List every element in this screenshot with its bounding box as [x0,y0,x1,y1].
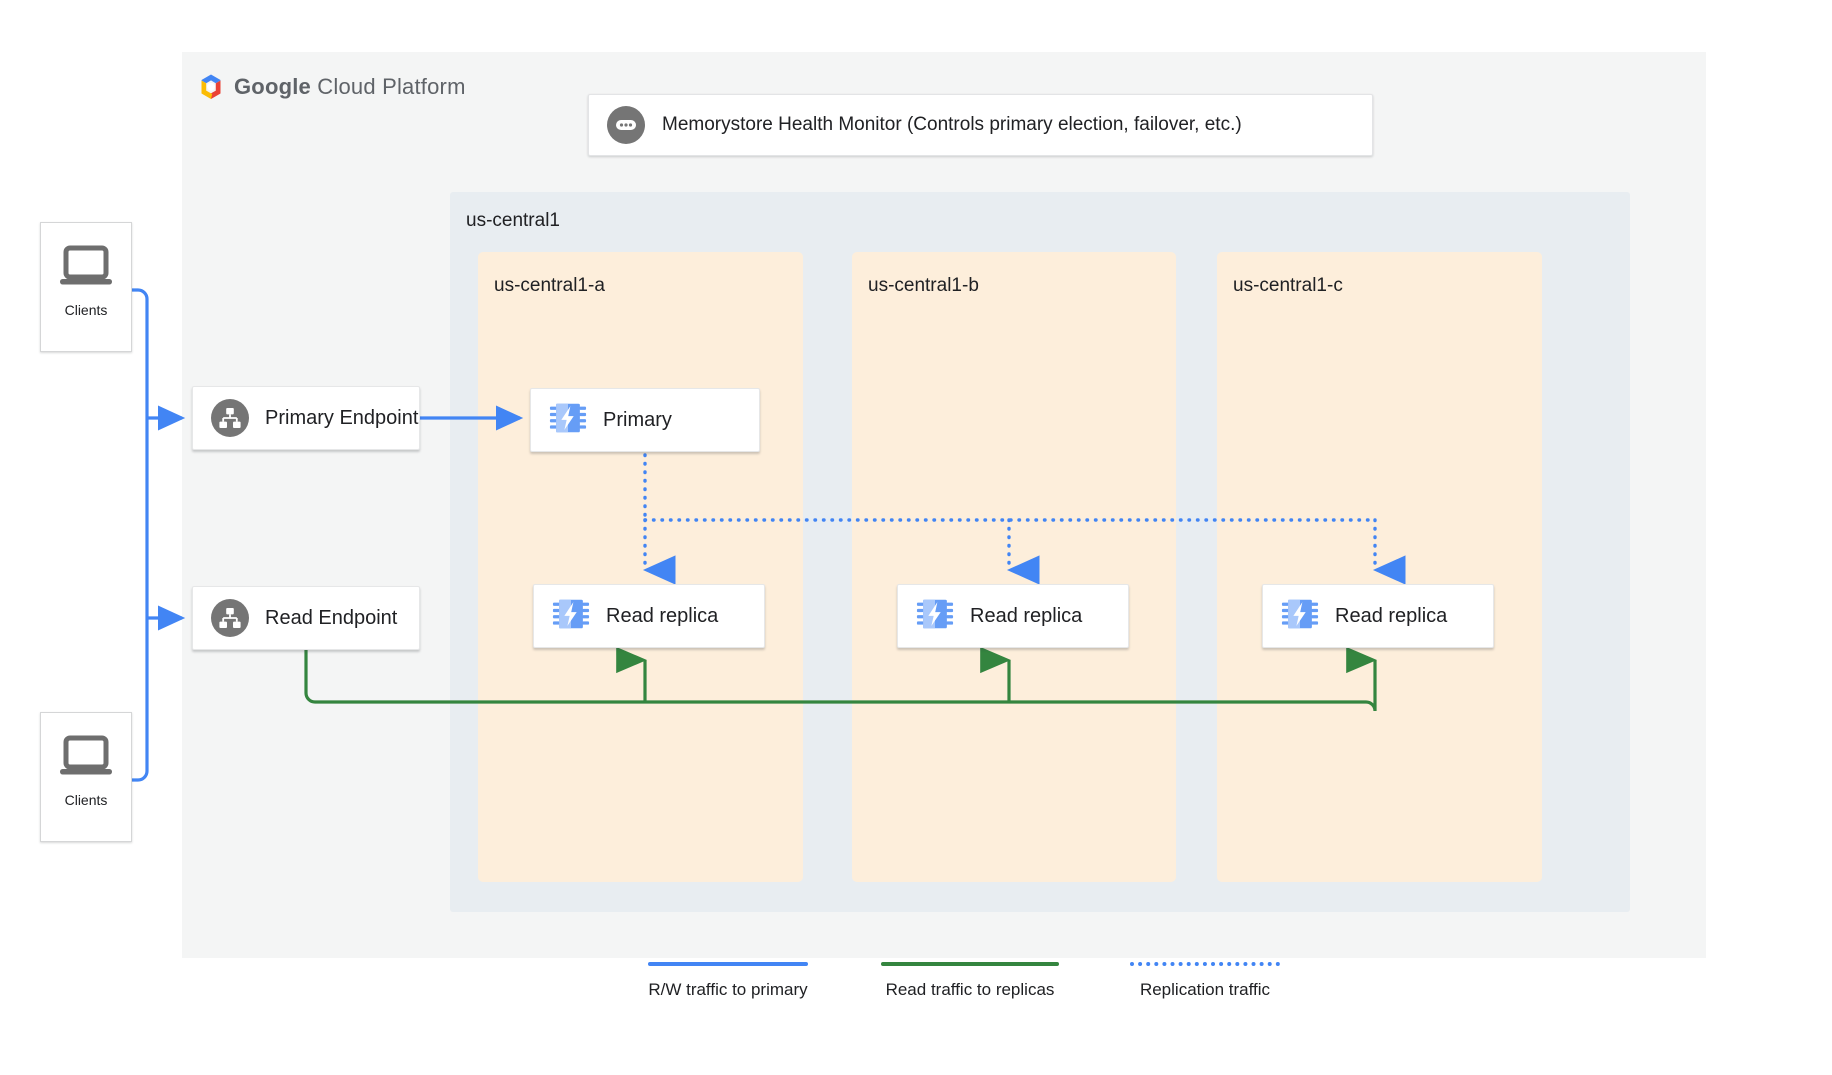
legend-label-replication: Replication traffic [1139,980,1271,999]
laptop-icon [57,245,115,294]
zone-label-b: us-central1-b [868,275,979,296]
page-title: Google Cloud Platform [234,74,466,100]
legend-swatch-rw [648,962,808,966]
legend: R/W traffic to primary Read traffic to r… [0,962,1832,1022]
zone-us-central1-c [1217,252,1542,882]
legend-label-rw: R/W traffic to primary [648,980,808,999]
memorystore-chip-icon [916,595,954,638]
legend-swatch-read [881,962,1059,966]
client-bus-blue [131,288,186,782]
read-replica-node-b[interactable]: Read replica [897,584,1129,648]
memorystore-chip-icon [552,595,590,638]
network-tree-icon [211,399,249,437]
primary-endpoint-label: Primary Endpoint [265,406,419,429]
primary-endpoint-node[interactable]: Primary Endpoint [192,386,420,450]
client-node-bottom[interactable]: Clients [40,712,132,842]
network-tree-icon [211,599,249,637]
memorystore-chip-icon [1281,595,1319,638]
legend-swatch-replication [1130,962,1280,966]
brand-google: Google [234,74,311,99]
read-replica-node-a[interactable]: Read replica [533,584,765,648]
read-replica-label: Read replica [1335,604,1448,627]
read-replica-label: Read replica [970,604,1083,627]
zone-us-central1-b [852,252,1176,882]
legend-label-read: Read traffic to replicas [885,980,1055,999]
legend-item-rw: R/W traffic to primary [618,962,838,1000]
zone-us-central1-a [478,252,803,882]
health-monitor-bar[interactable]: Memorystore Health Monitor (Controls pri… [588,94,1373,156]
client-label: Clients [64,792,108,808]
zone-label-a: us-central1-a [494,275,605,296]
brand-cloud-platform: Cloud Platform [310,74,466,99]
client-node-top[interactable]: Clients [40,222,132,352]
region-label: us-central1 [466,210,560,231]
read-replica-node-c[interactable]: Read replica [1262,584,1494,648]
client-label: Clients [64,302,108,318]
legend-item-replication: Replication traffic [1100,962,1310,1000]
memorystore-chip-icon [549,399,587,442]
laptop-icon [57,735,115,784]
zone-label-c: us-central1-c [1233,275,1343,296]
primary-node[interactable]: Primary [530,388,760,452]
read-endpoint-label: Read Endpoint [265,606,398,629]
primary-node-label: Primary [603,408,672,431]
read-replica-label: Read replica [606,604,719,627]
read-endpoint-node[interactable]: Read Endpoint [192,586,420,650]
health-monitor-label: Memorystore Health Monitor (Controls pri… [662,114,1242,135]
legend-item-read: Read traffic to replicas [855,962,1085,1000]
gcp-hexagon-logo [196,72,226,102]
health-monitor-icon [607,106,645,144]
